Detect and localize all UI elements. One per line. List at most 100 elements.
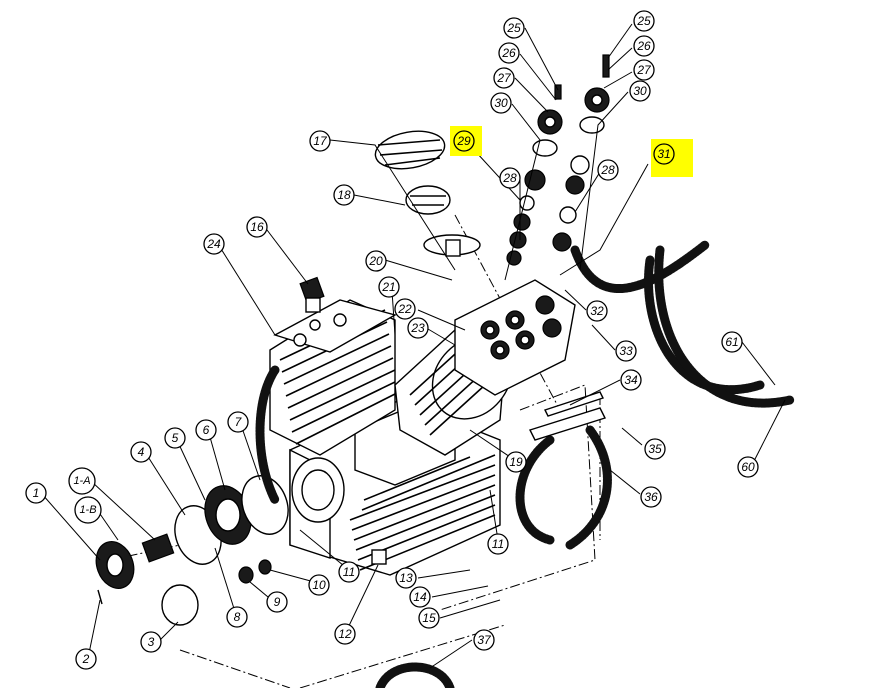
svg-text:19: 19 (509, 455, 523, 469)
callout-20: 20 (365, 250, 387, 272)
svg-text:25: 25 (636, 14, 651, 28)
valve-stack-right (552, 54, 610, 252)
svg-text:33: 33 (619, 344, 633, 358)
svg-text:27: 27 (636, 63, 652, 77)
svg-text:5: 5 (172, 431, 179, 445)
svg-text:10: 10 (312, 578, 326, 592)
callout-60: 60 (737, 456, 759, 478)
callout-29-highlighted: 29 (450, 126, 482, 156)
svg-text:16: 16 (250, 220, 264, 234)
callout-37: 37 (473, 629, 495, 651)
callout-8: 8 (226, 606, 248, 628)
callout-10: 10 (308, 574, 330, 596)
svg-text:31: 31 (657, 147, 670, 161)
svg-text:4: 4 (138, 445, 145, 459)
svg-text:21: 21 (381, 280, 395, 294)
callout-2: 2 (75, 648, 97, 670)
svg-text:9: 9 (274, 595, 281, 609)
svg-text:17: 17 (313, 134, 328, 148)
svg-text:14: 14 (413, 590, 427, 604)
callout-23: 23 (407, 317, 429, 339)
svg-text:25: 25 (506, 21, 521, 35)
breather-fitting (299, 276, 325, 313)
svg-text:1-B: 1-B (79, 504, 96, 516)
svg-text:11: 11 (343, 565, 355, 579)
svg-text:3: 3 (148, 635, 155, 649)
callout-17: 17 (309, 130, 331, 152)
drive-side-parts (95, 475, 289, 626)
callout-12: 12 (334, 623, 356, 645)
svg-text:11: 11 (492, 537, 504, 551)
svg-text:36: 36 (644, 490, 658, 504)
svg-text:60: 60 (741, 460, 755, 474)
callout-14: 14 (409, 586, 431, 608)
hoses (255, 240, 795, 688)
svg-text:29: 29 (456, 134, 471, 148)
callout-61: 61 (721, 331, 743, 353)
callout-11-left: 11 (338, 561, 360, 583)
svg-text:12: 12 (338, 627, 352, 641)
callout-25-right: 25 (633, 10, 655, 32)
svg-text:20: 20 (368, 254, 383, 268)
svg-text:28: 28 (600, 163, 615, 177)
svg-text:6: 6 (203, 423, 210, 437)
callout-24: 24 (203, 233, 225, 255)
callout-16: 16 (246, 216, 268, 238)
callouts: 1 1-A 1-B 2 3 4 5 6 7 8 9 10 11 11 12 13… (25, 10, 759, 670)
callout-36: 36 (640, 486, 662, 508)
callout-34: 34 (620, 369, 642, 391)
svg-text:28: 28 (502, 171, 517, 185)
svg-text:27: 27 (496, 71, 512, 85)
svg-text:15: 15 (422, 611, 436, 625)
svg-text:30: 30 (633, 84, 647, 98)
callout-22: 22 (394, 298, 416, 320)
valve-head (454, 279, 576, 396)
svg-text:7: 7 (235, 415, 243, 429)
callout-33: 33 (615, 340, 637, 362)
svg-text:26: 26 (636, 39, 651, 53)
callout-25-left: 25 (503, 17, 525, 39)
svg-text:32: 32 (590, 304, 604, 318)
callout-27-right: 27 (633, 59, 655, 81)
callout-19: 19 (505, 451, 527, 473)
svg-text:18: 18 (337, 188, 351, 202)
callout-11-right: 11 (487, 533, 509, 555)
callout-1b: 1-B (74, 496, 102, 524)
callout-1: 1 (25, 482, 47, 504)
svg-text:37: 37 (477, 633, 492, 647)
svg-text:24: 24 (206, 237, 221, 251)
callout-13: 13 (395, 567, 417, 589)
callout-9: 9 (266, 591, 288, 613)
callout-28-right: 28 (597, 159, 619, 181)
callout-7: 7 (227, 411, 249, 433)
air-filter-assembly (374, 130, 481, 257)
callout-30-left: 30 (490, 92, 512, 114)
svg-text:13: 13 (399, 571, 413, 585)
left-cylinder (269, 299, 397, 456)
svg-text:34: 34 (624, 373, 638, 387)
svg-text:8: 8 (234, 610, 241, 624)
svg-text:2: 2 (82, 652, 90, 666)
svg-text:1: 1 (33, 486, 40, 500)
callout-30-right: 30 (629, 80, 651, 102)
callout-32: 32 (586, 300, 608, 322)
svg-text:61: 61 (725, 335, 738, 349)
callout-27-left: 27 (493, 67, 515, 89)
callout-31-highlighted: 31 (651, 139, 693, 177)
svg-text:23: 23 (410, 321, 425, 335)
callout-18: 18 (333, 184, 355, 206)
callout-28-left: 28 (499, 167, 521, 189)
callout-5: 5 (164, 427, 186, 449)
svg-text:26: 26 (501, 46, 516, 60)
callout-15: 15 (418, 607, 440, 629)
callout-3: 3 (140, 631, 162, 653)
callout-21: 21 (378, 276, 400, 298)
callout-6: 6 (195, 419, 217, 441)
svg-text:22: 22 (397, 302, 412, 316)
callout-35: 35 (644, 438, 666, 460)
callout-26-left: 26 (498, 42, 520, 64)
svg-text:1-A: 1-A (73, 475, 90, 487)
svg-text:35: 35 (648, 442, 662, 456)
callout-26-right: 26 (633, 35, 655, 57)
